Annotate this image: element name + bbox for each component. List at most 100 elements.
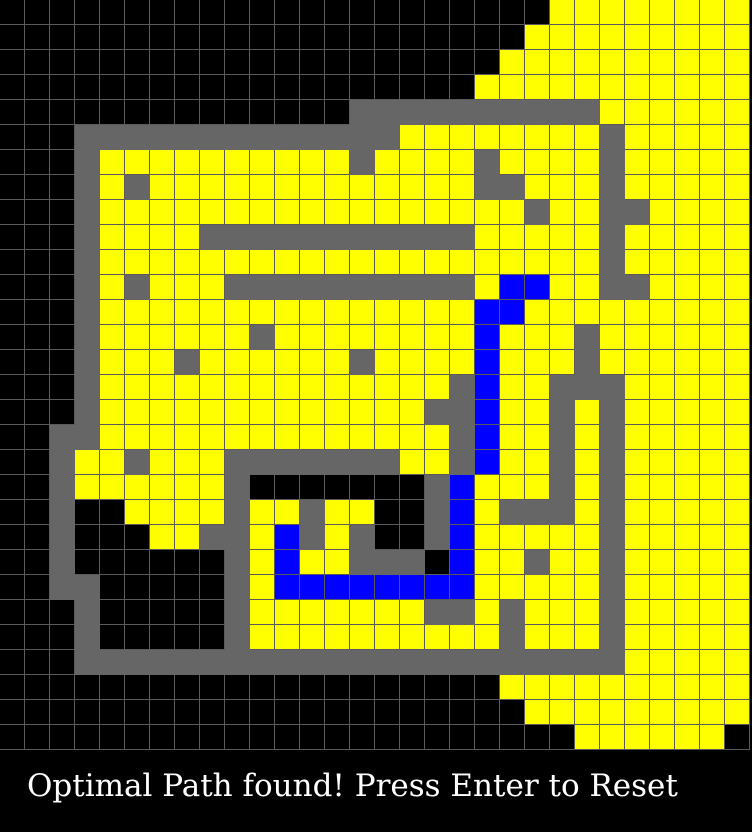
empty-cell[interactable] xyxy=(275,50,300,75)
empty-cell[interactable] xyxy=(400,75,425,100)
empty-cell[interactable] xyxy=(100,50,125,75)
empty-cell[interactable] xyxy=(50,625,75,650)
visited-cell[interactable] xyxy=(650,575,675,600)
empty-cell[interactable] xyxy=(375,525,400,550)
visited-cell[interactable] xyxy=(275,200,300,225)
visited-cell[interactable] xyxy=(100,350,125,375)
empty-cell[interactable] xyxy=(225,100,250,125)
visited-cell[interactable] xyxy=(650,450,675,475)
empty-cell[interactable] xyxy=(75,50,100,75)
visited-cell[interactable] xyxy=(525,425,550,450)
empty-cell[interactable] xyxy=(0,550,25,575)
visited-cell[interactable] xyxy=(400,450,425,475)
wall-cell[interactable] xyxy=(450,425,475,450)
visited-cell[interactable] xyxy=(725,575,750,600)
visited-cell[interactable] xyxy=(375,325,400,350)
visited-cell[interactable] xyxy=(500,450,525,475)
empty-cell[interactable] xyxy=(25,200,50,225)
empty-cell[interactable] xyxy=(50,0,75,25)
visited-cell[interactable] xyxy=(100,150,125,175)
visited-cell[interactable] xyxy=(475,225,500,250)
wall-cell[interactable] xyxy=(175,650,200,675)
visited-cell[interactable] xyxy=(500,425,525,450)
visited-cell[interactable] xyxy=(700,225,725,250)
visited-cell[interactable] xyxy=(700,500,725,525)
visited-cell[interactable] xyxy=(200,250,225,275)
empty-cell[interactable] xyxy=(250,725,275,750)
visited-cell[interactable] xyxy=(425,325,450,350)
visited-cell[interactable] xyxy=(200,425,225,450)
empty-cell[interactable] xyxy=(350,25,375,50)
visited-cell[interactable] xyxy=(725,375,750,400)
wall-cell[interactable] xyxy=(250,450,275,475)
empty-cell[interactable] xyxy=(175,100,200,125)
visited-cell[interactable] xyxy=(650,375,675,400)
visited-cell[interactable] xyxy=(175,250,200,275)
empty-cell[interactable] xyxy=(325,475,350,500)
wall-cell[interactable] xyxy=(125,125,150,150)
visited-cell[interactable] xyxy=(425,150,450,175)
visited-cell[interactable] xyxy=(300,150,325,175)
empty-cell[interactable] xyxy=(100,100,125,125)
visited-cell[interactable] xyxy=(150,250,175,275)
visited-cell[interactable] xyxy=(225,325,250,350)
wall-cell[interactable] xyxy=(250,125,275,150)
wall-cell[interactable] xyxy=(350,525,375,550)
visited-cell[interactable] xyxy=(700,175,725,200)
empty-cell[interactable] xyxy=(300,700,325,725)
visited-cell[interactable] xyxy=(500,325,525,350)
empty-cell[interactable] xyxy=(125,700,150,725)
visited-cell[interactable] xyxy=(625,400,650,425)
visited-cell[interactable] xyxy=(550,200,575,225)
wall-cell[interactable] xyxy=(150,125,175,150)
visited-cell[interactable] xyxy=(725,175,750,200)
wall-cell[interactable] xyxy=(600,650,625,675)
visited-cell[interactable] xyxy=(525,525,550,550)
visited-cell[interactable] xyxy=(175,500,200,525)
visited-cell[interactable] xyxy=(700,650,725,675)
wall-cell[interactable] xyxy=(250,225,275,250)
visited-cell[interactable] xyxy=(350,425,375,450)
wall-cell[interactable] xyxy=(325,125,350,150)
visited-cell[interactable] xyxy=(650,275,675,300)
empty-cell[interactable] xyxy=(400,50,425,75)
wall-cell[interactable] xyxy=(300,275,325,300)
visited-cell[interactable] xyxy=(250,575,275,600)
wall-cell[interactable] xyxy=(500,600,525,625)
path-cell[interactable] xyxy=(475,450,500,475)
visited-cell[interactable] xyxy=(175,275,200,300)
visited-cell[interactable] xyxy=(250,300,275,325)
visited-cell[interactable] xyxy=(675,500,700,525)
empty-cell[interactable] xyxy=(175,725,200,750)
wall-cell[interactable] xyxy=(475,650,500,675)
empty-cell[interactable] xyxy=(50,600,75,625)
visited-cell[interactable] xyxy=(550,550,575,575)
empty-cell[interactable] xyxy=(150,50,175,75)
wall-cell[interactable] xyxy=(50,550,75,575)
visited-cell[interactable] xyxy=(300,375,325,400)
wall-cell[interactable] xyxy=(550,425,575,450)
empty-cell[interactable] xyxy=(25,300,50,325)
empty-cell[interactable] xyxy=(0,675,25,700)
visited-cell[interactable] xyxy=(300,600,325,625)
empty-cell[interactable] xyxy=(450,700,475,725)
empty-cell[interactable] xyxy=(125,675,150,700)
wall-cell[interactable] xyxy=(600,150,625,175)
visited-cell[interactable] xyxy=(550,250,575,275)
wall-cell[interactable] xyxy=(600,250,625,275)
visited-cell[interactable] xyxy=(200,200,225,225)
wall-cell[interactable] xyxy=(225,125,250,150)
visited-cell[interactable] xyxy=(200,300,225,325)
visited-cell[interactable] xyxy=(500,225,525,250)
visited-cell[interactable] xyxy=(175,300,200,325)
visited-cell[interactable] xyxy=(675,600,700,625)
wall-cell[interactable] xyxy=(300,500,325,525)
visited-cell[interactable] xyxy=(200,400,225,425)
visited-cell[interactable] xyxy=(350,250,375,275)
empty-cell[interactable] xyxy=(125,575,150,600)
empty-cell[interactable] xyxy=(125,100,150,125)
empty-cell[interactable] xyxy=(50,650,75,675)
empty-cell[interactable] xyxy=(50,300,75,325)
empty-cell[interactable] xyxy=(150,0,175,25)
visited-cell[interactable] xyxy=(450,150,475,175)
